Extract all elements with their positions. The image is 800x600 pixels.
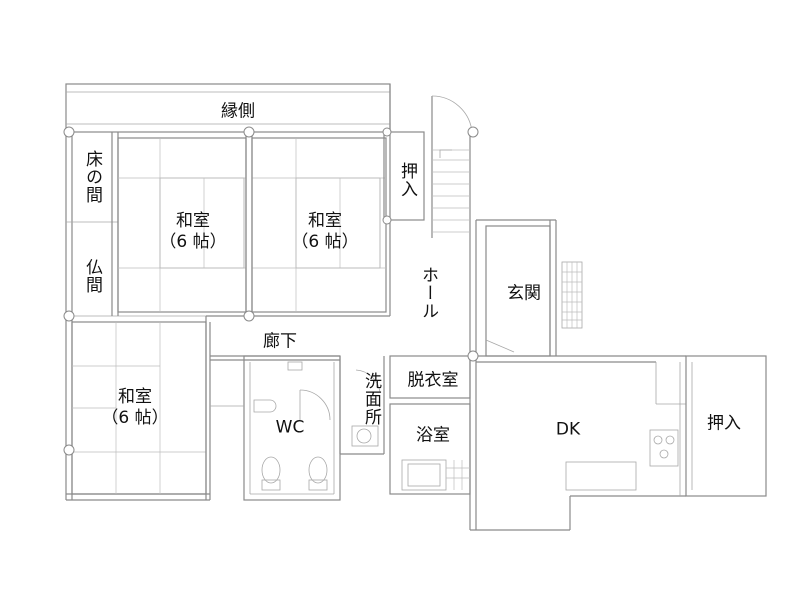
room-dk-label: DK	[555, 419, 581, 440]
room-washitsu-a-size: （6 帖）	[159, 232, 227, 252]
room-rouka-label: 廊下	[263, 331, 297, 352]
room-washitsu-c-name: 和室	[117, 386, 152, 407]
room-oshiire-right-label: 押入	[707, 413, 741, 434]
room-washitsu-b-name: 和室	[307, 210, 342, 231]
room-washitsu-c-label: 和室 （6 帖）	[101, 387, 168, 430]
room-washitsu-b-size: （6 帖）	[291, 232, 359, 252]
room-washitsu-a-label: 和室 （6 帖）	[159, 211, 226, 254]
room-genkan-label: 玄関	[507, 283, 541, 304]
room-hall-label: ホール	[418, 266, 438, 320]
columns	[63, 126, 479, 456]
room-oshiire-top-label: 押入	[397, 162, 417, 198]
room-washitsu-b-label: 和室 （6 帖）	[291, 211, 358, 254]
room-wc-label: WC	[275, 417, 305, 438]
walls	[65, 83, 767, 531]
room-tokonoma-label: 床の間	[82, 150, 102, 204]
room-engawa-label: 縁側	[221, 101, 255, 122]
room-senmenjo-label: 洗面所	[361, 372, 381, 426]
room-datsuishitsu-label: 脱衣室	[407, 370, 459, 391]
room-washitsu-c-size: （6 帖）	[101, 408, 169, 428]
room-washitsu-a-name: 和室	[175, 210, 210, 231]
room-butsuma-label: 仏間	[82, 258, 102, 294]
room-yokushitsu-label: 浴室	[416, 425, 450, 446]
